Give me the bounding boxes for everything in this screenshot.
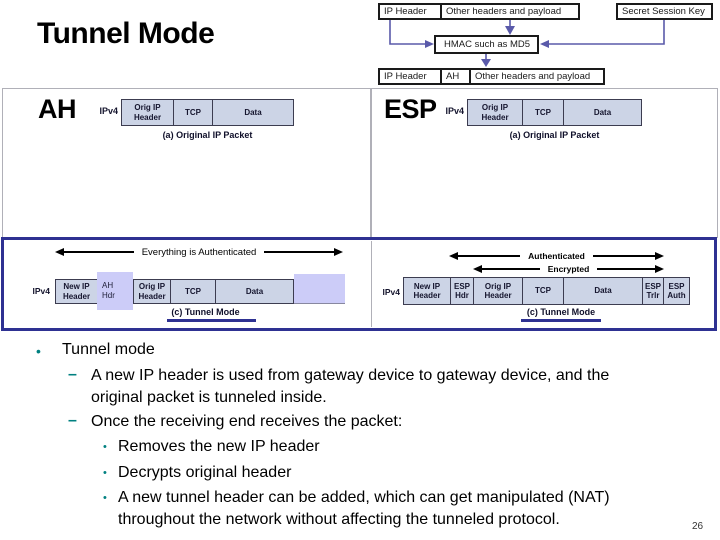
esp-tunnel-tcp-box: TCP [522,277,564,305]
esp-tunnel-caption: (c) Tunnel Mode [526,307,596,317]
bullet-tunnel-header-line2: throughout the network without affecting… [118,511,560,528]
arrow-line [597,267,656,270]
ah-tcp-box: TCP [173,99,213,126]
arrow-right-head [655,264,665,273]
esp-tunnel-caption-underline [521,319,601,322]
arrow-right-head [655,251,665,260]
esp-tunnel-esp-trlr-box: ESP Trlr [642,277,664,305]
arrow-left-head [449,251,458,260]
hmac-diagram-hmac-box: HMAC such as MD5 [434,35,539,54]
esp-tcp-box: TCP [522,99,564,126]
everything-authenticated-label: Everything is Authenticated [141,246,257,258]
encrypted-arrow: Encrypted [473,263,665,274]
hmac-diagram-ip-header-bottom: IP Header [378,68,442,85]
authenticated-label: Authenticated [528,250,585,261]
sub-bullet-marker: • [103,441,107,453]
hmac-diagram-arrows [389,20,665,67]
ah-tunnel-orig-ip-box: Orig IP Header [133,279,171,304]
page-title: Tunnel Mode [37,17,215,50]
tunnel-mode-frame [1,237,717,331]
ah-ipv4-label: IPv4 [99,106,118,116]
tunnel-frame-divider [371,241,372,327]
authenticated-arrow: Authenticated [449,250,665,261]
esp-tunnel-esp-hdr-box: ESP Hdr [450,277,474,305]
bullet-tunnel-header-line1: A new tunnel header can be added, which … [118,489,610,506]
arrow-line [64,251,134,253]
ah-tunnel-ah-hdr-box: AH Hdr [97,272,133,310]
esp-tunnel-new-ip-box: New IP Header [403,277,451,305]
sub-bullet-marker: • [103,467,107,479]
ah-tunnel-caption: (c) Tunnel Mode [171,307,240,317]
arrow-line [458,254,521,257]
ah-packet-caption: (a) Original IP Packet [162,130,253,140]
ah-tunnel-trailing-box [294,274,345,304]
ah-tunnel-new-ip-box: New IP Header [55,279,98,304]
esp-ipv4-label: IPv4 [445,106,464,116]
esp-tunnel-orig-ip-box: Orig IP Header [473,277,523,305]
ah-tunnel-tcp-box: TCP [170,279,216,304]
ah-tunnel-caption-underline [167,319,256,322]
ah-tunnel-data-box: Data [215,279,294,304]
bullet-new-ip-header-line2: original packet is tunneled inside. [91,389,327,406]
hmac-diagram-secret-session-key: Secret Session Key [616,3,713,20]
dash-marker: – [68,366,77,383]
esp-section-label: ESP [384,94,437,124]
esp-data-box: Data [563,99,642,126]
arrow-line [592,254,656,257]
esp-tunnel-ipv4-label: IPv4 [382,287,401,297]
arrow-left-head [473,264,482,273]
bullet-marker: • [36,343,41,359]
esp-packet-caption: (a) Original IP Packet [509,130,600,140]
arrow-left-head [55,248,64,256]
encrypted-label: Encrypted [547,263,590,274]
esp-tunnel-esp-auth-box: ESP Auth [663,277,690,305]
everything-authenticated-arrow: Everything is Authenticated [55,246,344,258]
bullet-receiving-end: Once the receiving end receives the pack… [91,413,403,430]
dash-marker: – [68,412,77,429]
esp-tunnel-data-box: Data [563,277,643,305]
ah-data-box: Data [212,99,294,126]
arrow-line [482,267,540,270]
arrow-right-head [334,248,344,256]
bullet-decrypts-header: Decrypts original header [118,464,292,481]
bullet-tunnel-mode: Tunnel mode [62,341,155,358]
ah-section-label: AH [38,94,77,124]
bullet-removes-header: Removes the new IP header [118,438,320,455]
arrow-line [264,251,335,253]
page-number: 26 [692,521,704,532]
ah-tunnel-ipv4-label: IPv4 [32,286,51,296]
esp-orig-ip-box: Orig IP Header [467,99,523,126]
sub-bullet-marker: • [103,492,107,504]
hmac-diagram-other-headers-bottom: Other headers and payload [469,68,605,85]
ah-orig-ip-box: Orig IP Header [121,99,174,126]
bullet-new-ip-header-line1: A new IP header is used from gateway dev… [91,367,610,384]
hmac-diagram-other-headers-top: Other headers and payload [440,3,580,20]
